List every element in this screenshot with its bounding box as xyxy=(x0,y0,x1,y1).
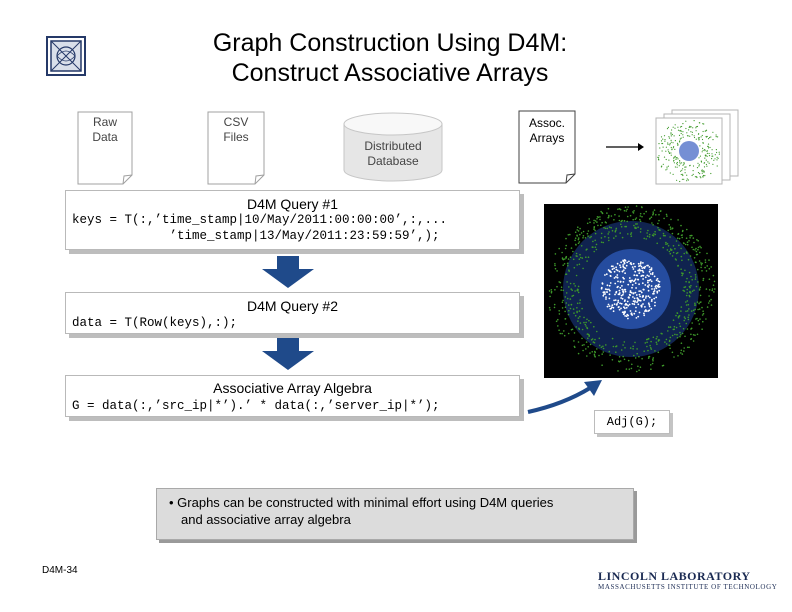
csv-files-label-2: Files xyxy=(223,130,249,144)
logo-mit-subtitle: MASSACHUSETTS INSTITUTE OF TECHNOLOGY xyxy=(598,583,778,591)
logo-lincoln-laboratory: LINCOLN LABORATORY xyxy=(598,569,751,583)
adj-box: Adj(G); xyxy=(594,410,670,434)
network-graph-image xyxy=(544,204,718,378)
assoc-arrays-label-1: Assoc. xyxy=(528,116,565,130)
query1-box: D4M Query #1 keys = T(:,’time_stamp|10/M… xyxy=(65,190,520,250)
title-line-2: Construct Associative Arrays xyxy=(231,59,549,87)
query2-code-line-1: data = T(Row(keys),:); xyxy=(72,316,238,330)
algebra-box: Associative Array Algebra G = data(:,’sr… xyxy=(65,375,520,417)
down-arrow-icon xyxy=(262,338,314,370)
raw-data-label-2: Data xyxy=(92,130,118,144)
page-title: Graph Construction Using D4M: Construct … xyxy=(150,28,630,88)
title-line-1: Graph Construction Using D4M: xyxy=(212,29,568,57)
algebra-title: Associative Array Algebra xyxy=(213,380,372,396)
bullet-line-1: Graphs can be constructed with minimal e… xyxy=(177,495,554,510)
database-label-1: Distributed xyxy=(364,139,422,153)
assoc-arrays-label-2: Arrays xyxy=(529,131,565,145)
csv-files-label-1: CSV xyxy=(223,115,249,129)
raw-data-label-1: Raw xyxy=(92,115,117,129)
bullet-text: • Graphs can be constructed with minimal… xyxy=(157,489,633,528)
database-cylinder: Distributed Database xyxy=(343,112,443,182)
seal-icon xyxy=(46,36,86,76)
csv-files-document: CSV Files xyxy=(207,111,265,185)
adj-label: Adj(G); xyxy=(606,415,658,429)
slide-number: D4M-34 xyxy=(42,565,78,576)
query2-title: D4M Query #2 xyxy=(246,298,339,314)
query2-box: D4M Query #2 data = T(Row(keys),:); xyxy=(65,292,520,334)
bullet-line-2: and associative array algebra xyxy=(181,512,351,527)
database-label-2: Database xyxy=(367,154,419,168)
algebra-code-line-1: G = data(:,’src_ip|*’).’ * data(:,’serve… xyxy=(72,399,440,413)
bullet-dot-icon: • xyxy=(169,495,178,510)
raw-data-document: Raw Data xyxy=(77,111,133,185)
curved-arrow-icon xyxy=(524,378,606,418)
flow-arrow-icon xyxy=(606,140,646,152)
assoc-arrays-document: Assoc. Arrays xyxy=(518,110,576,184)
query1-title: D4M Query #1 xyxy=(246,196,339,212)
down-arrow-icon xyxy=(262,256,314,288)
query1-code-line-2: ’time_stamp|13/May/2011:23:59:59’,); xyxy=(72,229,440,243)
graph-thumbnail-stack xyxy=(650,108,742,188)
bullet-box: • Graphs can be constructed with minimal… xyxy=(156,488,634,540)
query1-code-line-1: keys = T(:,’time_stamp|10/May/2011:00:00… xyxy=(72,213,448,227)
